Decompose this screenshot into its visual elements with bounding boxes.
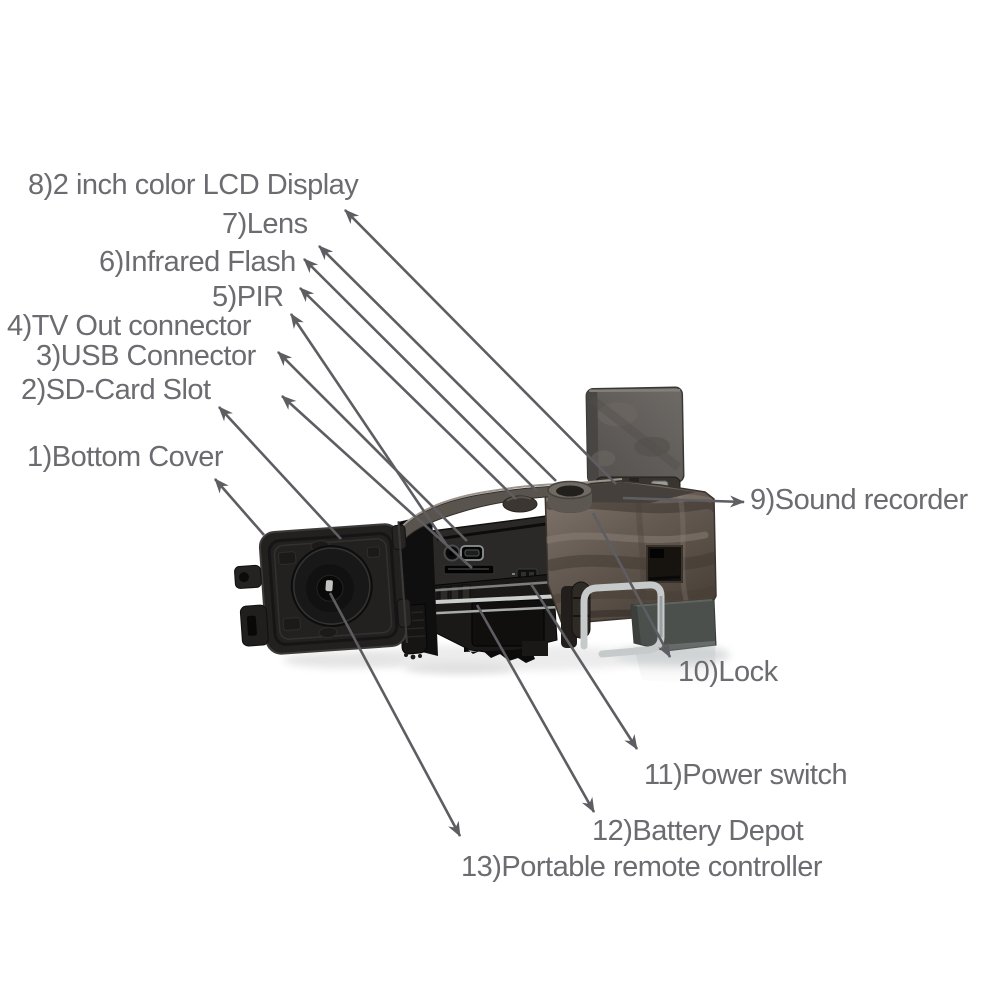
label-1-bottom-cover: 1)Bottom Cover (27, 441, 224, 473)
arrow-sd-card-slot (218, 406, 342, 540)
label-12-battery-depot: 12)Battery Depot (592, 815, 804, 847)
arrow-lens (318, 245, 557, 482)
label-3-usb-connector: 3)USB Connector (36, 340, 256, 372)
lcd-screen-panel (585, 386, 685, 485)
arrow-battery-depot (475, 604, 596, 813)
arrow-infrared-flash (303, 258, 538, 492)
label-11-power-switch: 11)Power switch (644, 759, 848, 791)
side-cutout (646, 545, 683, 583)
label-13-portable-remote: 13)Portable remote controller (461, 851, 823, 883)
arrows-layer (214, 209, 745, 837)
top-deck (568, 482, 696, 503)
usb-port (460, 545, 484, 561)
arrow-usb-connector (277, 351, 468, 542)
label-9-sound-recorder: 9)Sound recorder (750, 484, 968, 516)
label-7-lens: 7)Lens (222, 208, 308, 240)
arrow-power-switch (529, 583, 639, 750)
label-5-pir: 5)PIR (212, 281, 284, 313)
camera-illustration (234, 386, 717, 686)
lens-barrel (547, 480, 593, 513)
arrow-lcd-display (344, 209, 617, 485)
door-side-tabs (234, 564, 269, 647)
arrow-bottom-cover (214, 478, 265, 536)
label-2-sd-card-slot: 2)SD-Card Slot (21, 374, 211, 406)
tv-out-jack (443, 544, 461, 562)
label-8-lcd-display: 8)2 inch color LCD Display (28, 169, 359, 201)
arrow-pir (299, 287, 517, 500)
lock-latch (561, 581, 665, 658)
arrow-lock (591, 512, 672, 658)
label-6-infrared-flash: 6)Infrared Flash (99, 246, 296, 278)
arrow-tv-out-connector (289, 313, 448, 545)
label-4-tv-out-connector: 4)TV Out connector (7, 310, 252, 342)
tripod-socket (290, 545, 373, 628)
arrow-remote-controller (328, 592, 462, 837)
bottom-cover-door (234, 521, 413, 655)
arrow-sound-recorder (622, 495, 745, 508)
pir-dome (502, 495, 538, 513)
camera-foot (630, 598, 717, 686)
label-10-lock: 10)Lock (678, 656, 778, 688)
arrow-sd-card-slot-b (281, 395, 473, 569)
